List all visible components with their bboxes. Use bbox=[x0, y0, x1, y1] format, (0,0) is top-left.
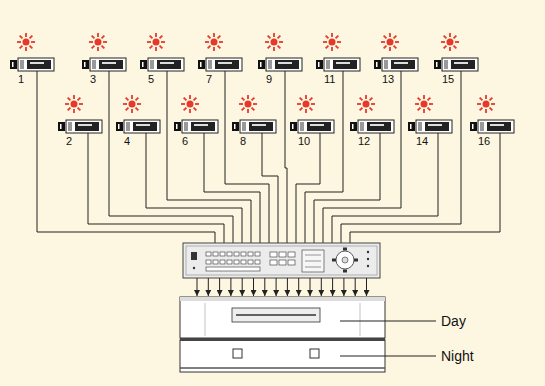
camera-number: 1 bbox=[18, 74, 24, 85]
sun-icon bbox=[323, 33, 341, 51]
camera-icon bbox=[174, 120, 218, 133]
output-arrow bbox=[197, 278, 198, 296]
moon-icon bbox=[113, 35, 120, 49]
cameras bbox=[10, 58, 514, 133]
sun-icon bbox=[181, 95, 199, 113]
sun-icon bbox=[123, 95, 141, 113]
video-wire bbox=[350, 133, 500, 243]
camera-icon bbox=[374, 58, 418, 71]
output-arrow bbox=[332, 278, 333, 296]
camera-icon bbox=[258, 58, 302, 71]
camera-number: 16 bbox=[478, 136, 490, 147]
camera-number: 12 bbox=[358, 136, 370, 147]
sun-icon bbox=[89, 33, 107, 51]
output-arrow bbox=[366, 278, 367, 296]
sun-icon bbox=[477, 95, 495, 113]
camera-number: 8 bbox=[240, 136, 246, 147]
video-wire bbox=[204, 133, 260, 243]
camera-icon bbox=[140, 58, 184, 71]
camera-number: 5 bbox=[148, 74, 154, 85]
camera-number: 2 bbox=[66, 136, 72, 147]
camera-icon bbox=[82, 58, 126, 71]
camera-icon bbox=[434, 58, 478, 71]
leader-line bbox=[340, 356, 436, 357]
sun-icon bbox=[297, 95, 315, 113]
camera-icon bbox=[408, 120, 452, 133]
camera-icon bbox=[198, 58, 242, 71]
camera-number: 6 bbox=[182, 136, 188, 147]
output-arrow bbox=[253, 278, 254, 296]
camera-number: 11 bbox=[324, 74, 335, 85]
camera-icon bbox=[316, 58, 360, 71]
output-arrow bbox=[321, 278, 322, 296]
output-arrow bbox=[230, 278, 231, 296]
camera-icon bbox=[470, 120, 514, 133]
camera-number: 15 bbox=[442, 74, 454, 85]
camera-icon bbox=[10, 58, 54, 71]
video-wire bbox=[332, 133, 438, 243]
moon-icon bbox=[89, 97, 96, 111]
camera-wires bbox=[37, 71, 500, 243]
moon-icon bbox=[147, 97, 154, 111]
video-wire bbox=[323, 71, 401, 243]
video-wire bbox=[146, 133, 242, 243]
video-wire bbox=[37, 71, 215, 243]
leaders bbox=[340, 321, 436, 356]
output-arrow bbox=[264, 278, 265, 296]
video-wire bbox=[314, 133, 380, 243]
output-arrow bbox=[343, 278, 344, 296]
video-wire bbox=[296, 133, 320, 243]
video-recorder bbox=[180, 297, 385, 372]
video-wire bbox=[167, 71, 251, 243]
recorder-label: Night bbox=[441, 349, 474, 363]
leader-line bbox=[340, 321, 436, 322]
recorder-label: Day bbox=[441, 314, 466, 328]
output-arrow bbox=[310, 278, 311, 296]
sun-icon bbox=[239, 95, 257, 113]
sun-icon bbox=[441, 33, 459, 51]
output-arrow bbox=[219, 278, 220, 296]
camera-number: 10 bbox=[298, 136, 310, 147]
sun-icon bbox=[147, 33, 165, 51]
sun-icon bbox=[381, 33, 399, 51]
video-wire bbox=[109, 71, 233, 243]
sun-icon bbox=[357, 95, 375, 113]
camera-icon bbox=[58, 120, 102, 133]
output-arrow bbox=[208, 278, 209, 296]
multiplexer bbox=[183, 243, 380, 278]
sun-icon bbox=[17, 33, 35, 51]
video-wire bbox=[341, 71, 461, 243]
output-arrow bbox=[355, 278, 356, 296]
camera-number: 14 bbox=[416, 136, 428, 147]
output-arrow bbox=[242, 278, 243, 296]
camera-icon bbox=[290, 120, 334, 133]
moon-icon bbox=[41, 35, 48, 49]
video-wire bbox=[262, 133, 278, 243]
camera-number: 9 bbox=[266, 74, 272, 85]
camera-number: 13 bbox=[382, 74, 394, 85]
moon-icon bbox=[465, 35, 472, 49]
sun-icon bbox=[205, 33, 223, 51]
camera-number: 4 bbox=[124, 136, 130, 147]
camera-icon bbox=[116, 120, 160, 133]
output-arrow bbox=[276, 278, 277, 296]
output-arrow bbox=[298, 278, 299, 296]
video-wire bbox=[305, 71, 343, 243]
camera-number: 3 bbox=[90, 74, 96, 85]
output-arrows bbox=[197, 278, 367, 296]
sun-icon bbox=[65, 95, 83, 113]
camera-icon bbox=[232, 120, 276, 133]
moon-icon bbox=[501, 97, 508, 111]
sun-icon bbox=[415, 95, 433, 113]
camera-number: 7 bbox=[206, 74, 212, 85]
sun-icon bbox=[265, 33, 283, 51]
camera-icon bbox=[350, 120, 394, 133]
video-wire bbox=[285, 71, 287, 243]
output-arrow bbox=[287, 278, 288, 296]
